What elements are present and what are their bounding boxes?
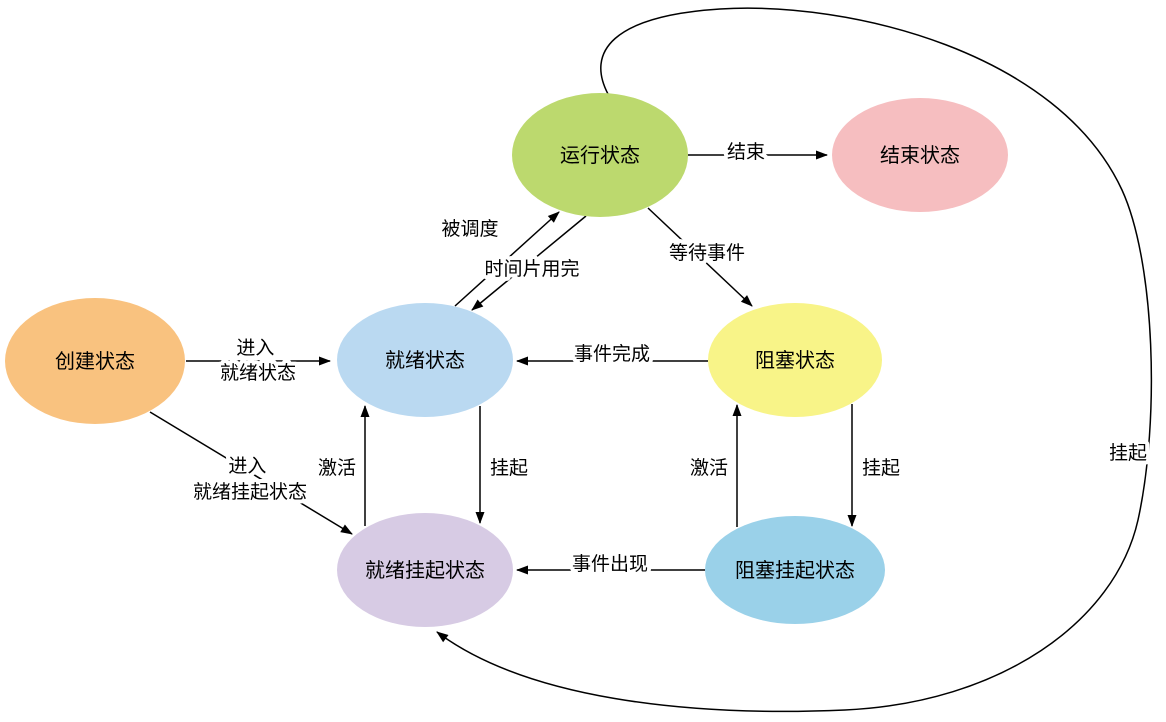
node-running: 运行状态 [512,93,688,217]
node-blocked-suspended-shape [705,516,885,624]
node-blocked-label: 阻塞状态 [755,349,835,372]
node-blocked-shape [708,303,882,417]
node-blocked-suspended: 阻塞挂起状态 [705,516,885,624]
edge-label-suspend-ready: 挂起 [490,457,528,479]
edge-label-event-complete: 事件完成 [574,343,650,365]
edge-label-suspend-running: 挂起 [1109,442,1147,464]
edge-label-enter-ready-line1: 进入 [236,337,274,359]
node-ready-suspended-shape [337,513,513,627]
node-ready-shape [337,303,513,417]
edge-label-enter-ready-suspended: 进入 就绪挂起状态 [193,455,307,503]
edge-label-activate-blocked: 激活 [690,457,728,479]
node-running-shape [512,93,688,217]
node-ready-suspended: 就绪挂起状态 [337,513,513,627]
edge-labels: 进入 就绪状态 进入 就绪挂起状态 被调度 时间片用完 结束 等待事件 事件完成… [189,137,1151,579]
edge-label-enter-ready-suspended-line1: 进入 [228,455,266,477]
nodes: 创建状态 运行状态 结束状态 就绪状态 阻塞状态 就绪挂起状态 阻塞挂起状态 [5,93,1008,627]
node-create-shape [5,298,185,424]
edge-create-to-ready-suspended [149,411,353,535]
edge-label-event-occurs: 事件出现 [572,553,648,575]
edge-label-enter-ready-line2: 就绪状态 [220,362,296,384]
edge-label-enter-ready-suspended-line2: 就绪挂起状态 [193,481,307,503]
edge-running-to-ready [471,215,587,311]
edge-label-scheduled: 被调度 [441,218,498,240]
node-end: 结束状态 [832,98,1008,212]
edge-label-activate-ready: 激活 [318,457,356,479]
node-running-label: 运行状态 [560,144,640,167]
node-create: 创建状态 [5,298,185,424]
edge-label-enter-ready: 进入 就绪状态 [220,337,296,384]
edges [149,7,1153,713]
node-ready-suspended-label: 就绪挂起状态 [365,559,485,582]
edge-label-finish: 结束 [727,141,765,163]
edge-running-to-ready-suspended [436,7,1153,713]
node-end-shape [832,98,1008,212]
node-ready-label: 就绪状态 [385,349,465,372]
edge-running-to-blocked [647,207,753,307]
node-blocked: 阻塞状态 [708,303,882,417]
edge-label-suspend-blocked: 挂起 [862,457,900,479]
node-blocked-suspended-label: 阻塞挂起状态 [735,559,855,582]
node-end-label: 结束状态 [880,144,960,167]
node-create-label: 创建状态 [55,350,135,373]
edge-label-timeslice-used: 时间片用完 [484,258,579,280]
node-ready: 就绪状态 [337,303,513,417]
edge-label-wait-event: 等待事件 [669,242,745,264]
edge-ready-to-running [454,211,560,307]
